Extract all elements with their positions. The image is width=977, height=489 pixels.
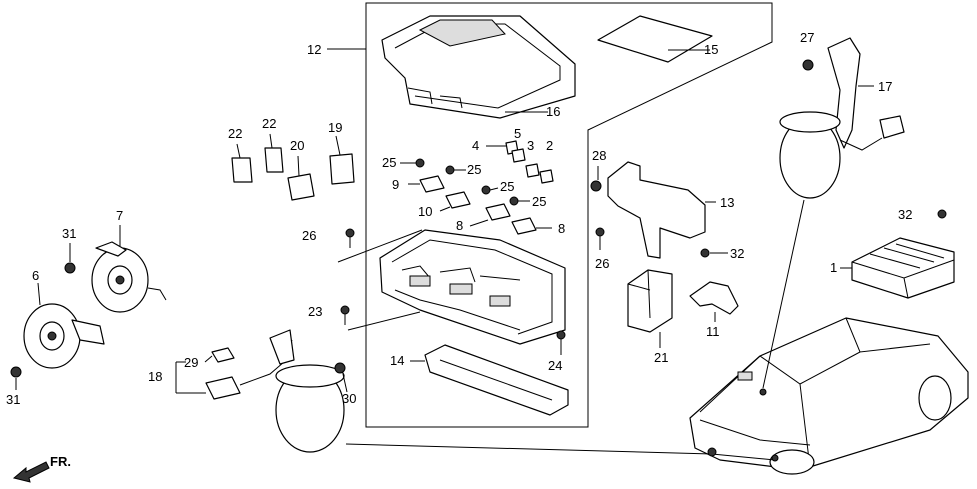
callout-23: 23 (308, 304, 322, 319)
callout-5: 5 (514, 126, 521, 141)
callout-labels: 12 15 16 22 22 20 19 4 5 3 2 25 25 25 25… (6, 30, 912, 407)
relays-left (231, 133, 355, 201)
fuse-box-body (337, 229, 566, 345)
car-outline (689, 317, 969, 475)
callout-32a: 32 (730, 246, 744, 261)
main-fuse-box-frame (327, 2, 773, 428)
callout-31b: 31 (6, 392, 20, 407)
horn-bottom (175, 329, 348, 453)
callout-3: 3 (527, 138, 534, 153)
mount-bolts (340, 227, 605, 355)
callout-29: 29 (184, 355, 198, 370)
callout-25c: 25 (500, 179, 514, 194)
callout-22b: 22 (262, 116, 276, 131)
callout-24: 24 (548, 358, 562, 373)
callout-15: 15 (704, 42, 718, 57)
callout-8a: 8 (456, 218, 463, 233)
horn-left-lower (23, 303, 105, 369)
callout-16: 16 (546, 104, 560, 119)
callout-13: 13 (720, 195, 734, 210)
fuse-box-cover (381, 15, 576, 119)
control-unit (627, 269, 673, 348)
callout-2: 2 (546, 138, 553, 153)
callout-11: 11 (706, 324, 720, 339)
callout-32b: 32 (898, 207, 912, 222)
callout-26a: 26 (302, 228, 316, 243)
callout-20: 20 (290, 138, 304, 153)
callout-18: 18 (148, 369, 162, 384)
horn-right (779, 37, 905, 199)
ecu-module (840, 209, 955, 299)
fuse-box-lower-cover (410, 344, 569, 416)
car-leader-lines (345, 199, 805, 462)
callout-12: 12 (307, 42, 321, 57)
callout-17: 17 (878, 79, 892, 94)
callout-10: 10 (418, 204, 432, 219)
direction-label: FR. (50, 454, 71, 469)
callout-27: 27 (800, 30, 814, 45)
callout-25a: 25 (382, 155, 396, 170)
mini-relays (486, 140, 554, 184)
callout-4: 4 (472, 138, 479, 153)
front-direction-arrow: FR. (12, 454, 71, 483)
callout-31a: 31 (62, 226, 76, 241)
callout-14: 14 (390, 353, 404, 368)
label-sheet (597, 15, 713, 63)
callout-7: 7 (116, 208, 123, 223)
callout-22a: 22 (228, 126, 242, 141)
callout-25d: 25 (532, 194, 546, 209)
callout-8b: 8 (558, 221, 565, 236)
callout-1: 1 (830, 260, 837, 275)
callout-6: 6 (32, 268, 39, 283)
horn-bolts (10, 225, 121, 390)
callout-9: 9 (392, 177, 399, 192)
bolt-32 (700, 248, 728, 258)
small-bracket (689, 281, 739, 322)
callout-26b: 26 (595, 256, 609, 271)
horn-left-upper (91, 241, 167, 313)
bracket (590, 161, 716, 259)
callout-25b: 25 (467, 162, 481, 177)
callout-19: 19 (328, 120, 342, 135)
callout-21: 21 (654, 350, 668, 365)
fuse-block-parts (408, 175, 552, 235)
callout-28: 28 (592, 148, 606, 163)
callout-30: 30 (342, 391, 356, 406)
bolts (400, 158, 530, 206)
